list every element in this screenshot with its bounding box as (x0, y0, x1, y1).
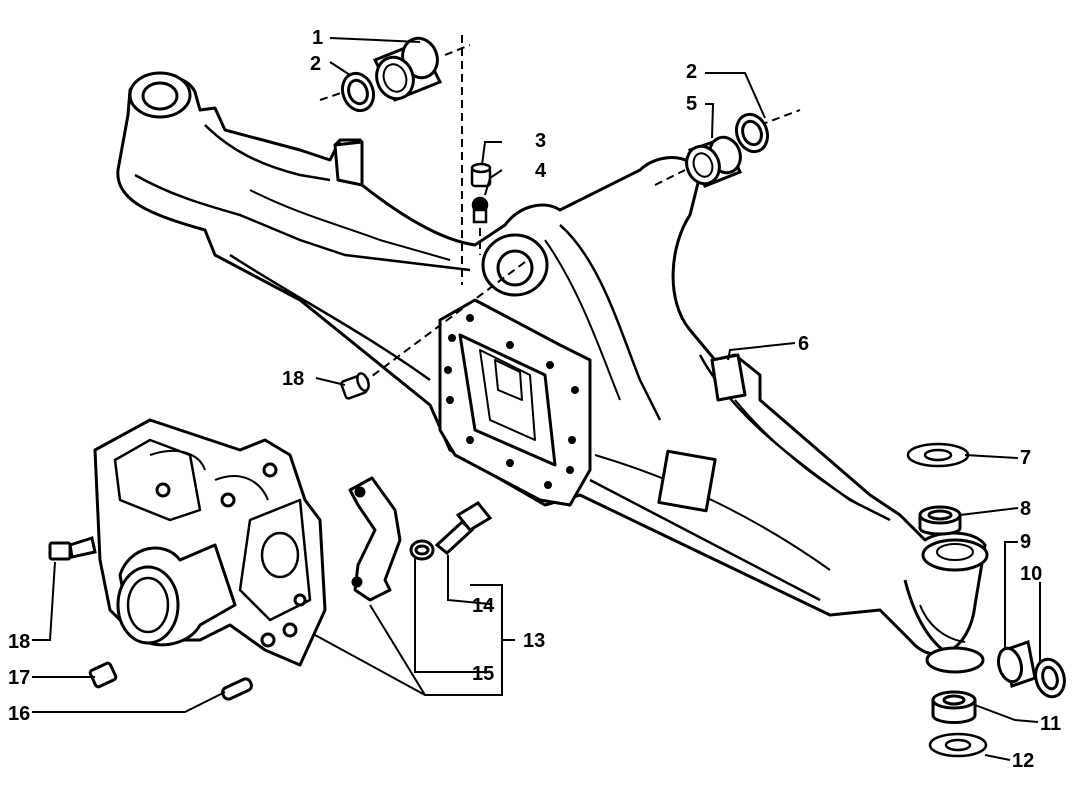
callout-9: 9 (1020, 531, 1031, 553)
callout-6: 6 (798, 333, 809, 355)
callout-1: 1 (312, 27, 323, 49)
dowel-pin-part-16 (221, 677, 253, 701)
leader-lines (32, 37, 1041, 761)
callout-3: 3 (535, 130, 546, 152)
bushing-part-1 (372, 36, 443, 102)
callout-18-upper: 18 (282, 368, 304, 390)
callout-12: 12 (1012, 750, 1034, 772)
callout-15: 15 (472, 663, 494, 685)
bolt-part-18-lower (48, 536, 97, 561)
bushing-part-9 (996, 640, 1037, 688)
callout-7: 7 (1020, 447, 1031, 469)
differential-flange (438, 298, 592, 507)
callout-4: 4 (535, 160, 547, 182)
flange-bolt-holes (444, 314, 579, 489)
callout-10: 10 (1020, 563, 1042, 585)
axle-end-yoke (903, 538, 989, 674)
callout-8: 8 (1020, 498, 1031, 520)
dowel-bushing-part-15 (409, 539, 435, 561)
callout-2-left: 2 (310, 53, 321, 75)
seal-ring-part-2-right (734, 112, 770, 154)
callout-2-right: 2 (686, 61, 697, 83)
thrust-washer-part-7 (906, 442, 970, 468)
plug-part-17 (88, 661, 118, 689)
cap-bolt-part-14 (434, 501, 493, 555)
plug-part-3 (470, 162, 492, 188)
callout-14: 14 (472, 595, 495, 617)
plug-part-18-upper (340, 372, 370, 400)
thrust-washer-part-12 (928, 732, 988, 758)
bushing-part-8 (918, 505, 962, 536)
callout-5: 5 (686, 93, 697, 115)
callout-labels: 1 2 2 3 4 5 6 7 8 9 10 11 12 13 14 15 16… (8, 27, 1061, 772)
callout-16: 16 (8, 703, 30, 725)
grease-nipple-part-4 (471, 196, 489, 224)
seal-ring-part-2-left (340, 71, 376, 113)
bushing-part-5 (685, 135, 742, 188)
differential-carrier (93, 418, 327, 667)
bearing-cap-part-13 (348, 476, 402, 602)
callout-18-lower: 18 (8, 631, 30, 653)
seal-ring-part-10 (1034, 657, 1066, 699)
callout-13: 13 (523, 630, 545, 652)
callout-17: 17 (8, 667, 30, 689)
bushing-part-11 (931, 690, 977, 724)
callout-11: 11 (1040, 713, 1061, 735)
